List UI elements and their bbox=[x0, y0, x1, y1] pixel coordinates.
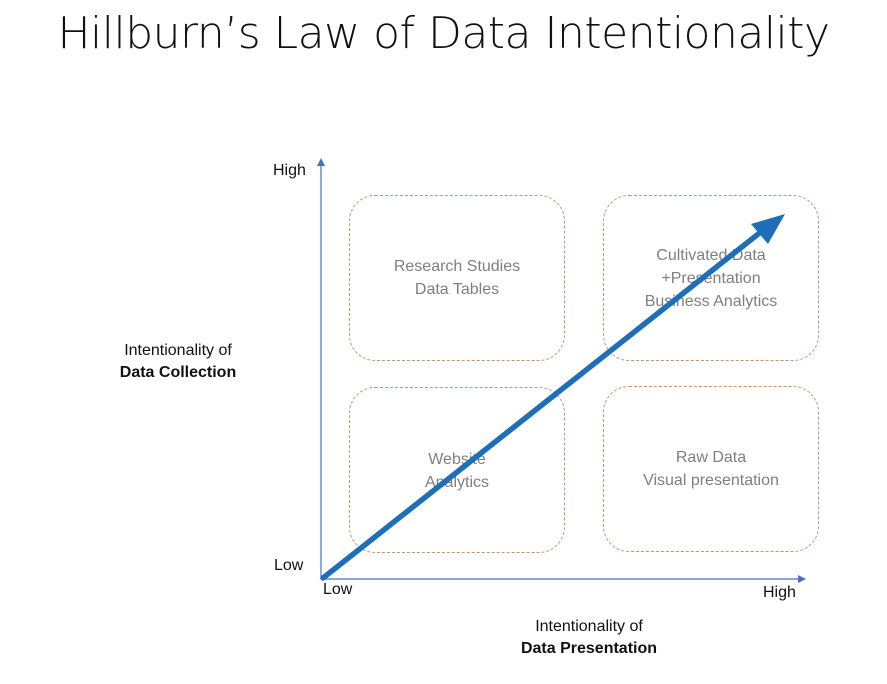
y-axis-high-label: High bbox=[273, 162, 306, 179]
quadrant-top-right bbox=[603, 195, 819, 361]
x-axis-title-line1: Intentionality of bbox=[535, 618, 643, 635]
quadrant-top-left-line1: Research Studies bbox=[393, 258, 521, 275]
quadrant-top-left bbox=[349, 195, 565, 361]
quadrant-bottom-right bbox=[603, 386, 819, 552]
x-axis-low-label: Low bbox=[323, 581, 353, 598]
quadrant-bottom-right-text: Raw Data Visual presentation bbox=[603, 446, 819, 492]
x-axis-title-line2: Data Presentation bbox=[520, 640, 658, 657]
diagonal-arrow-head bbox=[751, 214, 785, 244]
y-axis-low-label: Low bbox=[274, 557, 304, 574]
y-axis-title-line2: Data Collection bbox=[119, 364, 237, 381]
quadrant-bottom-right-line2: Visual presentation bbox=[643, 472, 779, 489]
x-axis-high-label: High bbox=[763, 584, 796, 601]
y-axis-title-line1: Intentionality of bbox=[124, 342, 232, 359]
quadrant-bottom-left bbox=[349, 387, 565, 553]
quadrant-top-left-text: Research Studies Data Tables bbox=[349, 255, 565, 301]
page-title: Hillburn’s Law of Data Intentionality bbox=[57, 8, 830, 59]
quadrant-top-right-line2: +Presentation bbox=[661, 270, 761, 287]
quadrant-top-left-line2: Data Tables bbox=[414, 281, 500, 298]
quadrant-bottom-right-line1: Raw Data bbox=[675, 449, 747, 466]
diagonal-arrow-shaft bbox=[320, 228, 765, 581]
